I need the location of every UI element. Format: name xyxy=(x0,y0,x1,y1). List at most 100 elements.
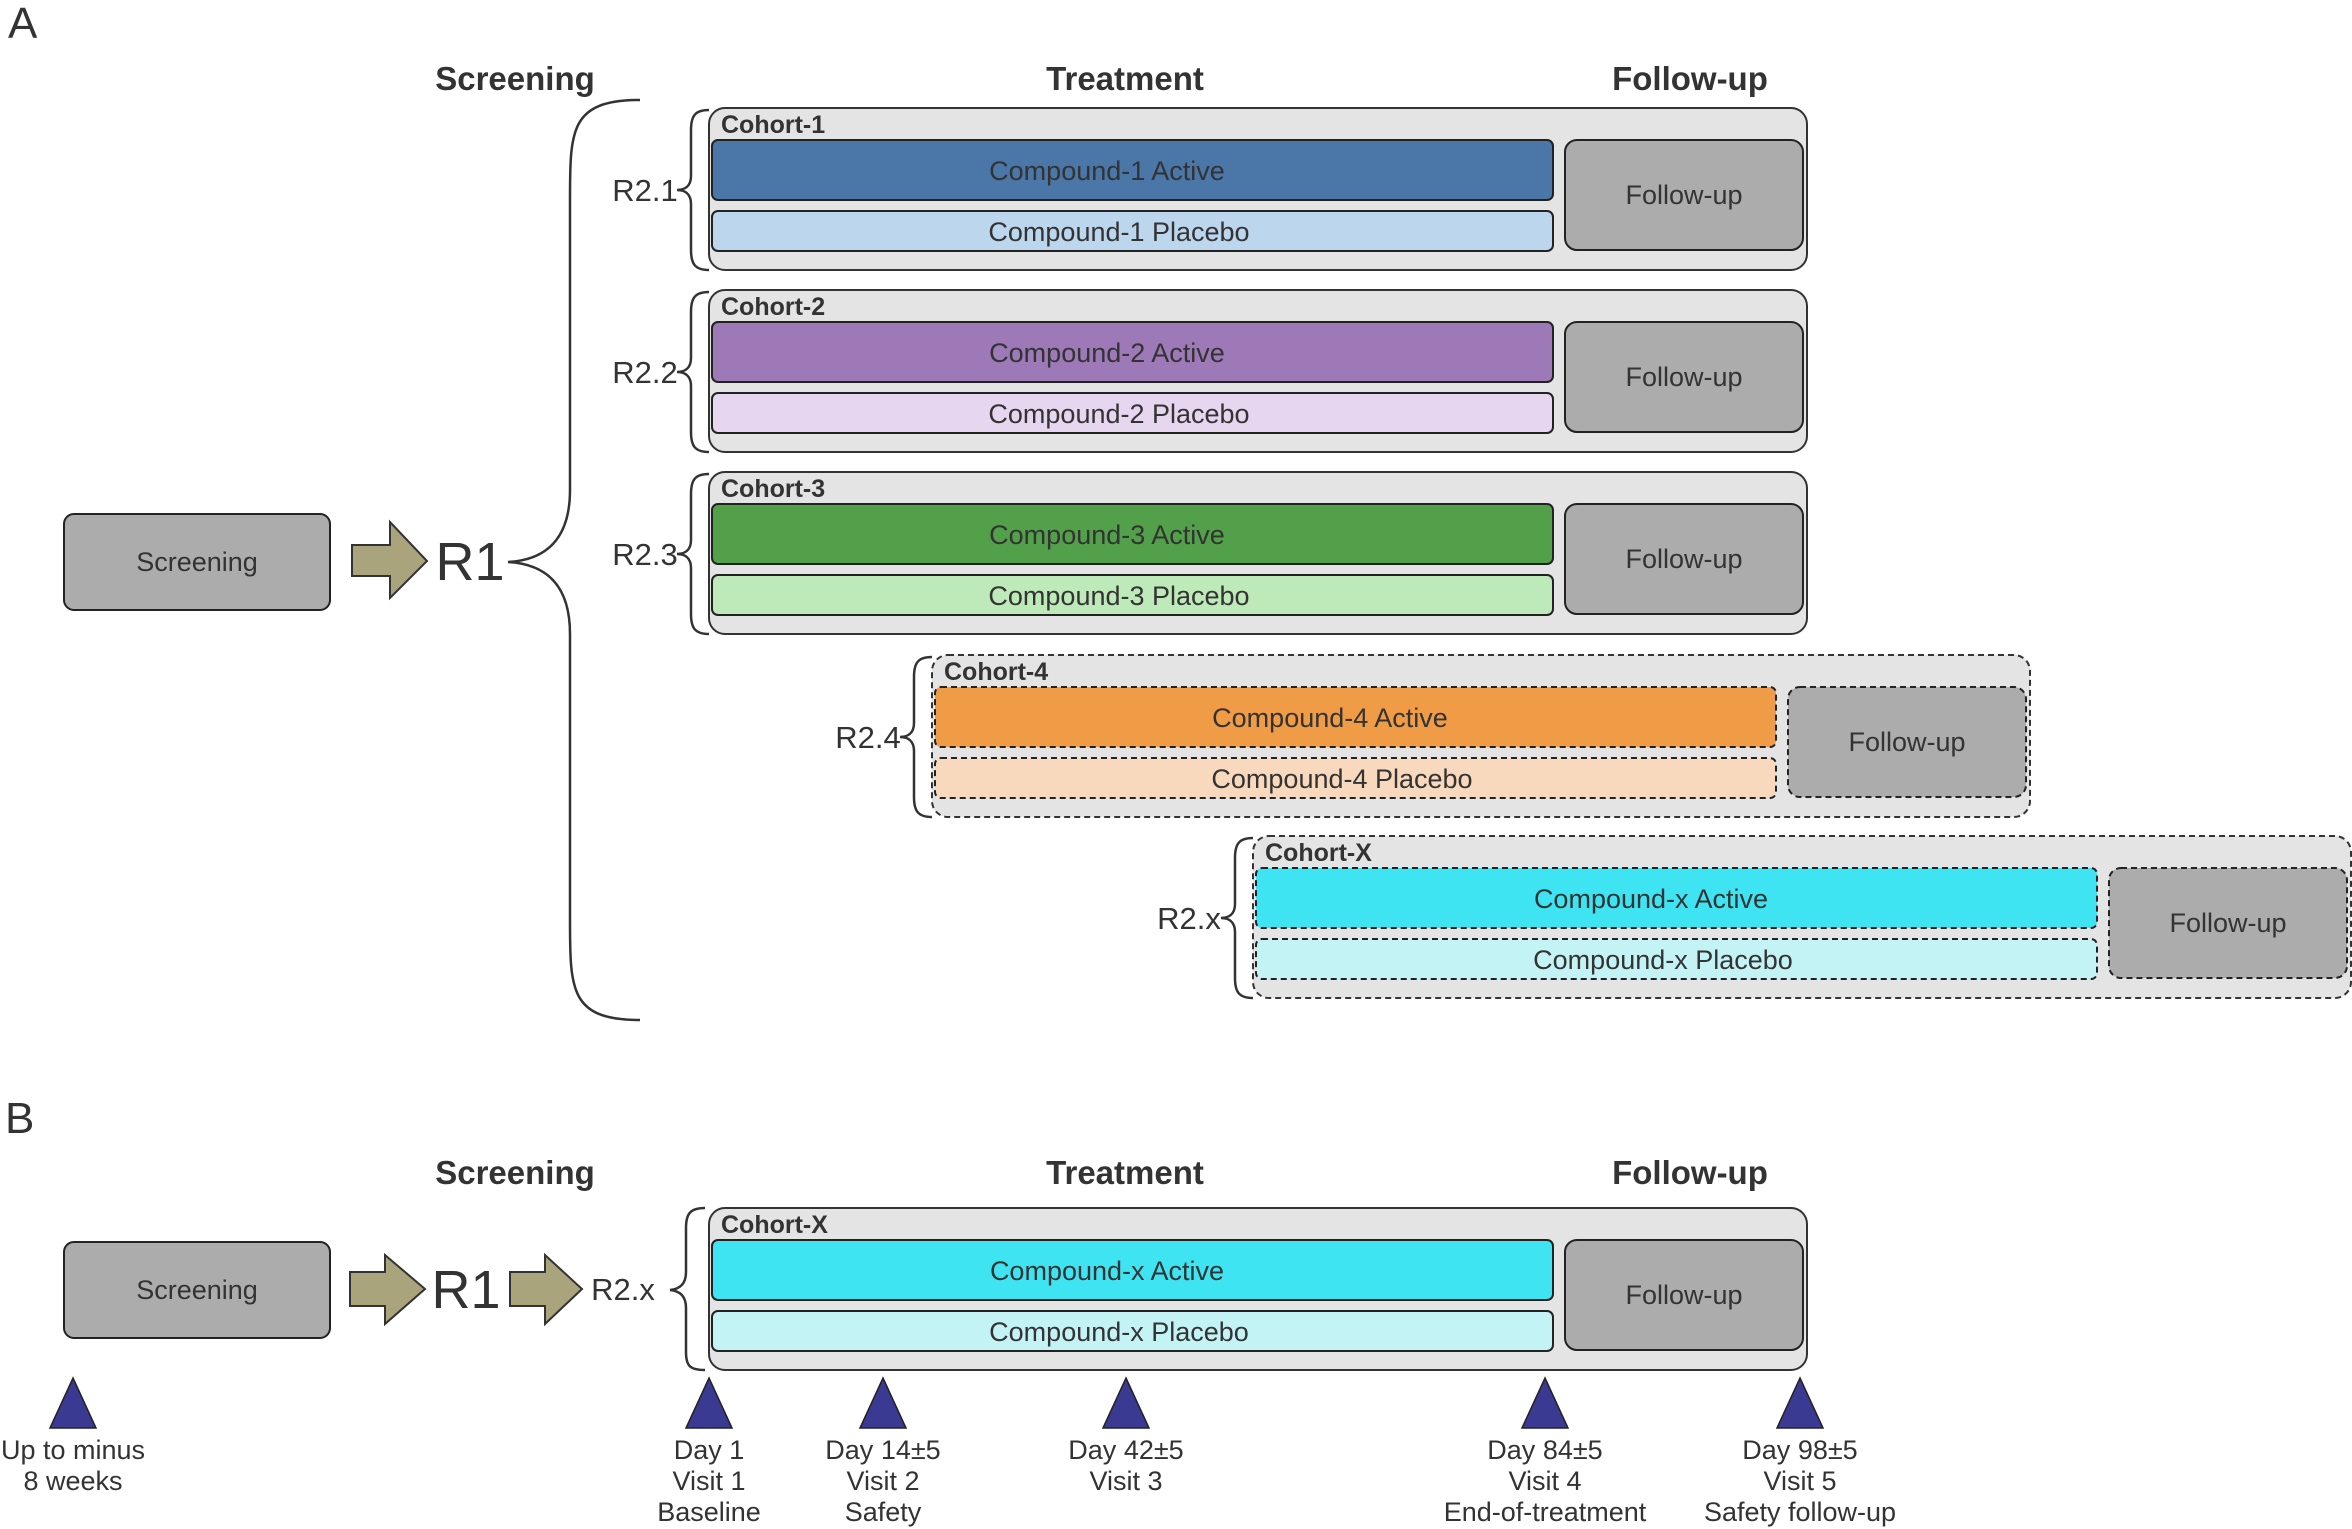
panel-a-active-label: Compound-x Active xyxy=(1534,884,1768,914)
panel-a-placebo-bar xyxy=(711,210,1554,252)
visit-marker-icon xyxy=(1520,1376,1570,1429)
panel-a-header-followup: Follow-up xyxy=(1612,60,1768,97)
visit-label-line: Safety xyxy=(845,1497,922,1527)
panel-a-placebo-label: Compound-2 Placebo xyxy=(988,399,1249,429)
panel-a-placebo-label: Compound-4 Placebo xyxy=(1211,764,1472,794)
panel-b-header-screening: Screening xyxy=(435,1154,595,1191)
panel-a-cohort-label: Cohort-3 xyxy=(721,475,825,503)
visit-label-line: 8 weeks xyxy=(23,1466,122,1496)
panel-a-r1-label: R1 xyxy=(435,532,504,592)
panel-b-arrow-1-icon xyxy=(349,1252,427,1327)
panel-b-letter: B xyxy=(5,1094,34,1143)
visit-marker-icon xyxy=(684,1376,734,1429)
visit-label-line: Day 1 xyxy=(674,1435,745,1465)
panel-a-arm-label: R2.4 xyxy=(835,720,900,755)
panel-a-big-brace xyxy=(507,98,641,1022)
panel-a-followup-label: Follow-up xyxy=(1625,180,1742,210)
panel-a-active-bar xyxy=(711,139,1554,201)
panel-a-followup-box xyxy=(1564,503,1804,615)
panel-a-active-bar xyxy=(711,503,1554,565)
panel-a-header-screening: Screening xyxy=(435,60,595,97)
panel-b-header-followup: Follow-up xyxy=(1612,1154,1768,1191)
panel-a-placebo-bar xyxy=(1255,938,2098,980)
panel-b-screening-box xyxy=(63,1241,331,1339)
panel-a-active-bar xyxy=(711,321,1554,383)
visit-label-line: Day 42±5 xyxy=(1068,1435,1183,1465)
visit-label-line: Safety follow-up xyxy=(1704,1497,1896,1527)
panel-a-screening-label: Screening xyxy=(136,547,258,577)
panel-a-followup-box xyxy=(1787,686,2027,798)
visit-label-line: Day 98±5 xyxy=(1742,1435,1857,1465)
panel-a-cohort-label: Cohort-2 xyxy=(721,293,825,321)
panel-b-r1-label: R1 xyxy=(431,1260,500,1320)
panel-a-placebo-label: Compound-x Placebo xyxy=(1533,945,1793,975)
panel-a-active-bar xyxy=(934,686,1777,748)
visit-label-line: Day 84±5 xyxy=(1487,1435,1602,1465)
panel-a-followup-label: Follow-up xyxy=(2169,908,2286,938)
panel-a-followup-box xyxy=(2108,867,2348,979)
panel-a-arm-brace xyxy=(676,290,710,454)
panel-a-placebo-bar xyxy=(934,757,1777,799)
panel-b-active-bar xyxy=(711,1239,1554,1301)
panel-a-placebo-label: Compound-3 Placebo xyxy=(988,581,1249,611)
panel-b-brace xyxy=(669,1206,706,1372)
visit-marker-icon xyxy=(1775,1376,1825,1429)
visit-label-line: End-of-treatment xyxy=(1444,1497,1647,1527)
panel-a-header-treatment: Treatment xyxy=(1046,60,1204,97)
panel-b-placebo-bar xyxy=(711,1310,1554,1352)
panel-a-active-label: Compound-1 Active xyxy=(989,156,1225,186)
panel-a-followup-label: Follow-up xyxy=(1625,544,1742,574)
panel-a-arm-brace xyxy=(899,655,933,819)
visit-label-line: Visit 1 xyxy=(672,1466,745,1496)
panel-b-arm-label: R2.x xyxy=(591,1272,655,1307)
panel-b-followup-box xyxy=(1564,1239,1804,1351)
panel-a-active-label: Compound-3 Active xyxy=(989,520,1225,550)
panel-a-letter: A xyxy=(8,0,38,48)
panel-b-active-label: Compound-x Active xyxy=(990,1256,1224,1286)
panel-a-cohort-label: Cohort-4 xyxy=(944,658,1048,686)
visit-label-line: Visit 2 xyxy=(846,1466,919,1496)
visit-label-line: Visit 4 xyxy=(1508,1466,1581,1496)
panel-a-arm-label: R2.x xyxy=(1157,901,1221,936)
panel-a-screening-box xyxy=(63,513,331,611)
panel-a-placebo-bar xyxy=(711,392,1554,434)
panel-a-active-bar xyxy=(1255,867,2098,929)
panel-a-placebo-bar xyxy=(711,574,1554,616)
panel-a-arm-brace xyxy=(676,108,710,272)
panel-b-header-treatment: Treatment xyxy=(1046,1154,1204,1191)
panel-b-cohort-label: Cohort-X xyxy=(721,1211,828,1239)
panel-a-arrow-icon xyxy=(351,519,429,601)
panel-a-active-label: Compound-2 Active xyxy=(989,338,1225,368)
panel-b-followup-label: Follow-up xyxy=(1625,1280,1742,1310)
panel-a-active-label: Compound-4 Active xyxy=(1212,703,1448,733)
panel-a-arm-label: R2.2 xyxy=(612,355,677,390)
panel-a-placebo-label: Compound-1 Placebo xyxy=(988,217,1249,247)
panel-a-cohort-label: Cohort-X xyxy=(1265,839,1372,867)
panel-a-cohort-label: Cohort-1 xyxy=(721,111,825,139)
visit-marker-icon xyxy=(48,1376,98,1429)
panel-b-placebo-label: Compound-x Placebo xyxy=(989,1317,1249,1347)
panel-a-arm-brace xyxy=(1220,836,1254,1000)
panel-a-arm-label: R2.1 xyxy=(612,173,677,208)
visit-label-line: Up to minus xyxy=(1,1435,145,1465)
visit-label-line: Baseline xyxy=(657,1497,761,1527)
panel-a-followup-label: Follow-up xyxy=(1625,362,1742,392)
visit-label-line: Visit 5 xyxy=(1763,1466,1836,1496)
panel-b-screening-label: Screening xyxy=(136,1275,258,1305)
visit-label-line: Day 14±5 xyxy=(825,1435,940,1465)
